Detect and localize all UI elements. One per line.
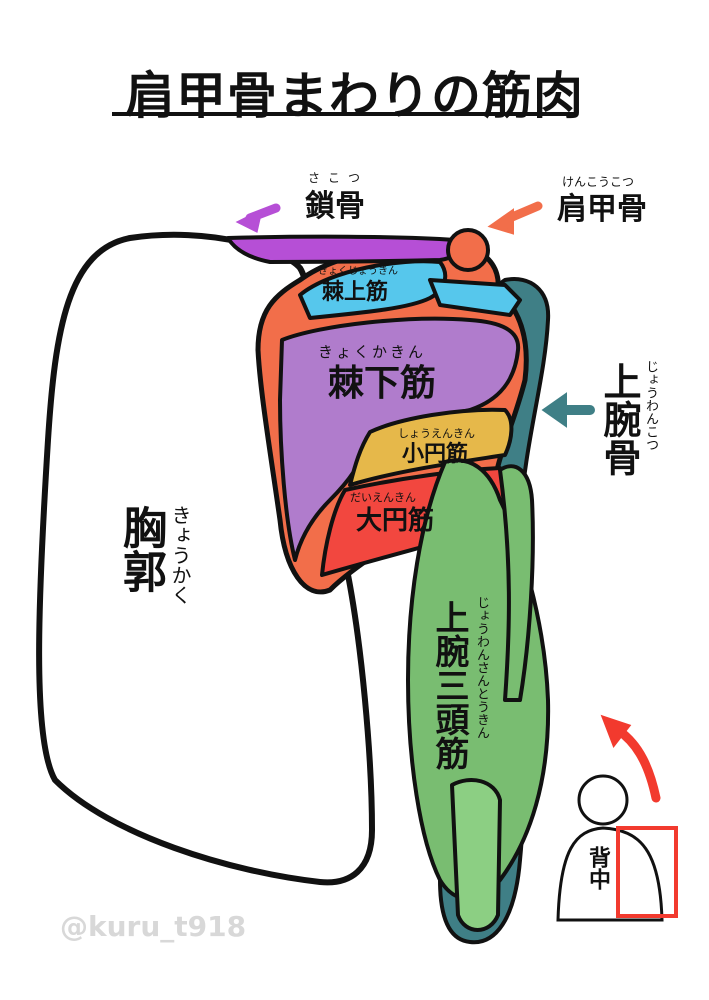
humerus-arrow	[541, 392, 595, 428]
humerus-label: 上腕骨	[597, 362, 641, 476]
infraspinatus-reading: きょくかきん	[318, 343, 427, 361]
clavicle-shape	[226, 234, 460, 264]
supraspinatus-label: 棘上筋	[322, 280, 389, 305]
clavicle-label: 鎖骨	[305, 189, 365, 224]
humerus-reading: じょうわんこつ	[643, 360, 658, 451]
scapula-label: 肩甲骨	[557, 192, 647, 227]
rib-cage-label: 胸郭	[115, 505, 166, 593]
clavicle-arrow	[235, 203, 281, 233]
triceps-lateral-head-shape	[498, 464, 535, 702]
teres-minor-label: 小円筋	[402, 442, 469, 467]
back-indicator-arrow	[600, 714, 661, 803]
triceps-tendon-shape	[450, 778, 502, 932]
teres-major-label: 大円筋	[356, 506, 435, 536]
back-figure	[556, 774, 664, 922]
clavicle-reading: さこつ	[308, 171, 369, 185]
supraspinatus-tendon-shape	[428, 278, 522, 317]
title-underline	[112, 112, 576, 116]
infraspinatus-label: 棘下筋	[328, 363, 437, 404]
scapula-reading: けんこうこつ	[562, 175, 635, 189]
page-title: 肩甲骨まわりの筋肉	[125, 67, 584, 125]
supraspinatus-reading: きょくじょうきん	[318, 266, 398, 277]
teres-minor-reading: しょうえんきん	[398, 427, 475, 440]
teres-major-reading: だいえんきん	[350, 491, 416, 504]
teres-minor-shape	[348, 407, 514, 487]
rib-cage-reading: きょうかく	[168, 505, 192, 605]
triceps-label: 上腕三頭筋	[429, 600, 469, 770]
acromion-shape	[446, 228, 490, 272]
back-highlight-box	[616, 826, 678, 918]
watermark: @kuru_t918	[60, 910, 247, 943]
scapula-arrow	[487, 201, 543, 235]
back-label: 背中	[585, 846, 610, 890]
triceps-reading: じょうわんさんとうきん	[474, 596, 489, 739]
